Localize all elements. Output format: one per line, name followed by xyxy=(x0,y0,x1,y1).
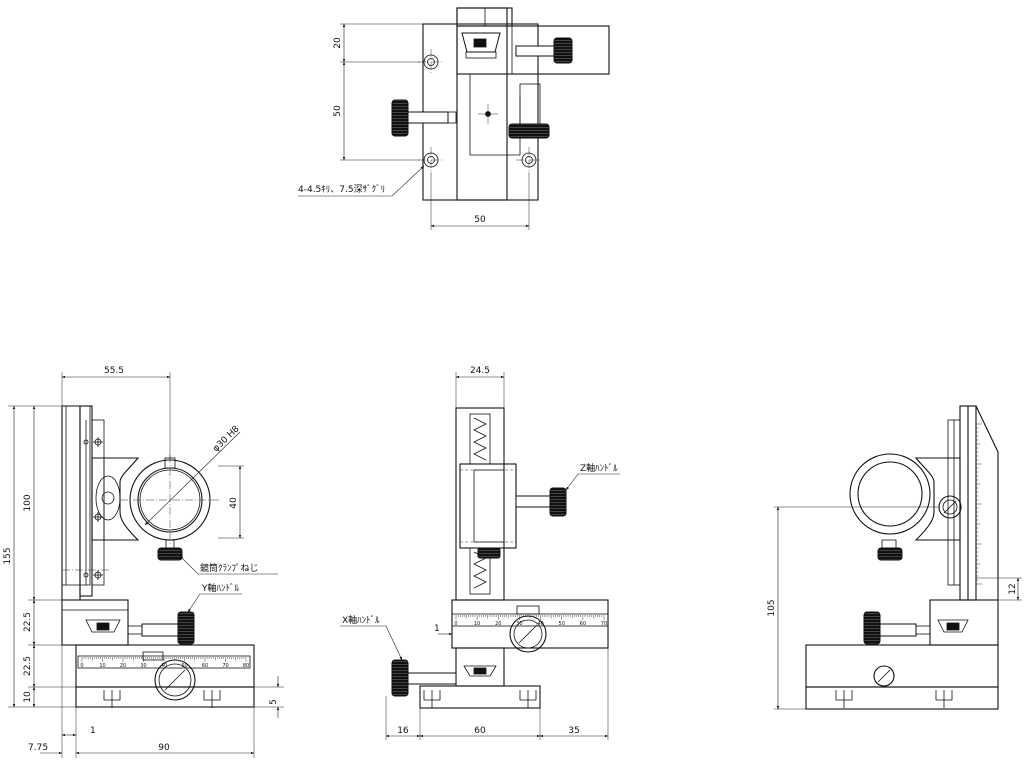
clamp-screw-label: 鏡筒ｸﾗﾝﾌﾟねじ xyxy=(200,562,259,574)
front-view: 0 10 20 30 40 50 60 70 80 55.5 155 100 22.5 22.5… xyxy=(3,366,284,758)
z-handle-label: Z軸ﾊﾝﾄﾞﾙ xyxy=(580,462,618,474)
side-scale-tick-label: 40 xyxy=(537,621,543,627)
side-scale-tick-label: 30 xyxy=(516,621,522,627)
front-dim-5: 5 xyxy=(269,699,279,705)
side-dim-24-5: 24.5 xyxy=(470,366,490,376)
side-scale-tick-label: 50 xyxy=(559,621,565,627)
rear-dim-105: 105 xyxy=(767,599,777,616)
front-dim-22-5-lower: 22.5 xyxy=(23,656,33,676)
front-scale-tick-label: 0 xyxy=(80,663,83,669)
rear-z-scale xyxy=(976,423,982,585)
front-x-scale: 0 10 20 30 40 50 60 70 80 xyxy=(80,657,249,669)
hole-callout: 4-4.5ｷﾘ、7.5深ｻﾞｸﾞﾘ xyxy=(298,184,385,195)
y-handle-label: Y軸ﾊﾝﾄﾞﾙ xyxy=(201,582,239,594)
front-dim-100: 100 xyxy=(23,494,33,511)
side-x-scale: 0 10 20 30 40 50 60 70 xyxy=(454,615,607,627)
side-dim-35: 35 xyxy=(568,726,579,736)
side-scale-tick-label: 70 xyxy=(601,621,607,627)
side-scale-tick-label: 0 xyxy=(454,621,457,627)
top-dim-20: 20 xyxy=(333,37,343,49)
front-dim-90: 90 xyxy=(158,743,170,753)
x-handle-label: X軸ﾊﾝﾄﾞﾙ xyxy=(342,614,380,626)
top-dim-50-vertical: 50 xyxy=(333,105,343,117)
side-scale-tick-label: 60 xyxy=(580,621,586,627)
side-scale-tick-label: 20 xyxy=(495,621,501,627)
rear-view: 105 12 xyxy=(767,405,1022,710)
front-dim-1: 1 xyxy=(90,726,96,736)
front-dim-10: 10 xyxy=(23,691,33,703)
front-dim-55-5: 55.5 xyxy=(104,366,124,376)
rear-dim-12: 12 xyxy=(1008,583,1018,594)
front-scale-tick-label: 20 xyxy=(120,663,126,669)
side-scale-tick-label: 10 xyxy=(474,621,480,627)
top-dim-50-horizontal: 50 xyxy=(474,215,486,225)
front-scale-tick-label: 80 xyxy=(243,663,249,669)
front-dim-40: 40 xyxy=(229,497,239,509)
front-scale-tick-label: 30 xyxy=(140,663,146,669)
side-dim-60: 60 xyxy=(474,726,486,736)
side-dim-1: 1 xyxy=(434,624,440,634)
front-scale-tick-label: 40 xyxy=(161,663,167,669)
front-scale-tick-label: 10 xyxy=(99,663,105,669)
front-dim-phi30: φ30 H8 xyxy=(211,424,242,454)
front-dim-155: 155 xyxy=(3,547,13,564)
front-dim-7-75: 7.75 xyxy=(28,743,48,753)
front-dim-22-5-upper: 22.5 xyxy=(23,612,33,632)
front-scale-tick-label: 70 xyxy=(222,663,228,669)
top-view: 20 50 50 4-4.5ｷﾘ、7.5深ｻﾞｸﾞﾘ xyxy=(298,7,610,230)
side-dim-16: 16 xyxy=(397,726,409,736)
front-scale-tick-label: 60 xyxy=(202,663,208,669)
front-scale-tick-label: 50 xyxy=(181,663,187,669)
